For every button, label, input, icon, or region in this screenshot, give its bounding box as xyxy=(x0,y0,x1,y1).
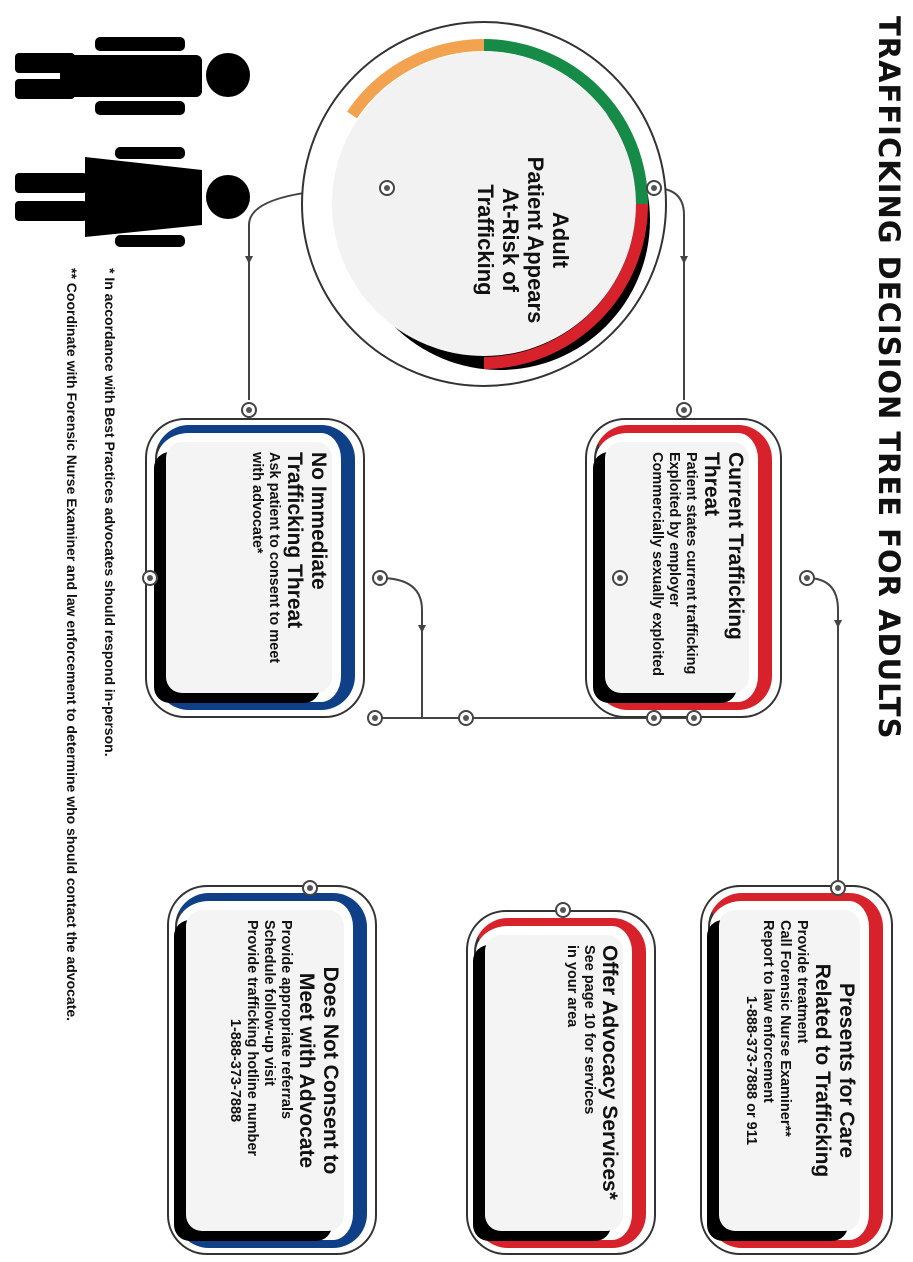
connector-dot xyxy=(367,710,383,726)
presents-line: Call Forensic Nurse Examiner** xyxy=(777,920,793,1137)
current-threat-line: Patient states current trafficking xyxy=(683,452,699,675)
arrow-presents xyxy=(834,620,842,628)
connector-dot xyxy=(612,570,628,586)
no-threat-heading: No Immediate Trafficking Threat xyxy=(283,452,330,629)
start-line: Patient Appears xyxy=(523,156,548,324)
female-figure-icon xyxy=(15,147,250,247)
connector-dot xyxy=(302,880,318,896)
current-threat-heading: Current Trafficking Threat xyxy=(700,452,747,640)
no-consent-line: Schedule follow-up visit xyxy=(261,920,277,1086)
no-threat-line: Ask patient to consent to meet xyxy=(266,452,282,664)
people-icon xyxy=(15,37,250,247)
start-line: Trafficking xyxy=(473,184,498,296)
no-consent-line: Provide trafficking hotline number xyxy=(244,920,260,1157)
ring-orange xyxy=(347,38,485,119)
connector-dot xyxy=(830,880,846,896)
connector-nothreat-down xyxy=(379,577,423,718)
start-circle xyxy=(301,21,667,387)
advocacy-line: in your area xyxy=(564,945,580,1028)
current-threat-line: Exploited by employer xyxy=(666,452,682,607)
advocacy-card: Offer Advocacy Services* See page 10 for… xyxy=(474,918,646,1248)
start-line: Adult xyxy=(548,211,573,269)
advocacy-heading: Offer Advocacy Services* xyxy=(598,945,621,1200)
connector-dot xyxy=(241,402,257,418)
advocacy-line: See page 10 for services xyxy=(581,945,597,1115)
presents-line: Provide treatment xyxy=(794,920,810,1044)
presents-card: Presents for Care Related to Trafficking… xyxy=(708,893,883,1248)
current-threat-card: Current Trafficking Threat Patient state… xyxy=(594,425,772,710)
connector-dot xyxy=(686,710,702,726)
arrow-current xyxy=(680,256,688,264)
arrow-nothreat xyxy=(245,256,253,264)
connector-dot xyxy=(676,402,692,418)
presents-heading: Related to Trafficking xyxy=(811,963,834,1178)
connector-dot xyxy=(646,710,662,726)
ring-red xyxy=(483,203,648,369)
footnote-2: ** Coordinate with Forensic Nurse Examin… xyxy=(64,268,80,1022)
no-consent-heading: Does Not Consent to xyxy=(319,966,342,1175)
ring-green xyxy=(483,39,648,205)
presents-line: 1-888-373-7888 or 911 xyxy=(743,995,759,1146)
footnote-1: * In accordance with Best Practices advo… xyxy=(102,268,118,757)
connector-dot xyxy=(379,180,395,196)
presents-line: Report to law enforcement xyxy=(760,920,776,1103)
connector-dot xyxy=(458,710,474,726)
no-consent-heading: Meet with Advocate xyxy=(295,972,318,1169)
no-threat-line: with advocate* xyxy=(249,452,265,554)
connector-dot xyxy=(372,570,388,586)
start-label: Adult Patient Appears At-Risk of Traffic… xyxy=(473,130,573,350)
page-title: TRAFFICKING DECISION TREE FOR ADULTS xyxy=(872,16,906,740)
connector-dot xyxy=(646,180,662,196)
male-figure-icon xyxy=(15,37,250,115)
connector-dot xyxy=(555,902,571,918)
presents-heading: Presents for Care xyxy=(835,982,858,1159)
no-threat-card: No Immediate Trafficking Threat Ask pati… xyxy=(155,425,355,710)
no-consent-line: Provide appropriate referrals xyxy=(278,920,294,1120)
connector-dot xyxy=(799,570,815,586)
arrow-nothreat-down xyxy=(418,625,426,633)
start-line: At-Risk of xyxy=(498,188,523,292)
no-consent-card: Does Not Consent to Meet with Advocate P… xyxy=(175,893,367,1248)
no-consent-line: 1-888-373-7888 xyxy=(227,1018,243,1123)
current-threat-line: Commercially sexually exploited xyxy=(649,452,665,677)
connector-dot xyxy=(142,570,158,586)
